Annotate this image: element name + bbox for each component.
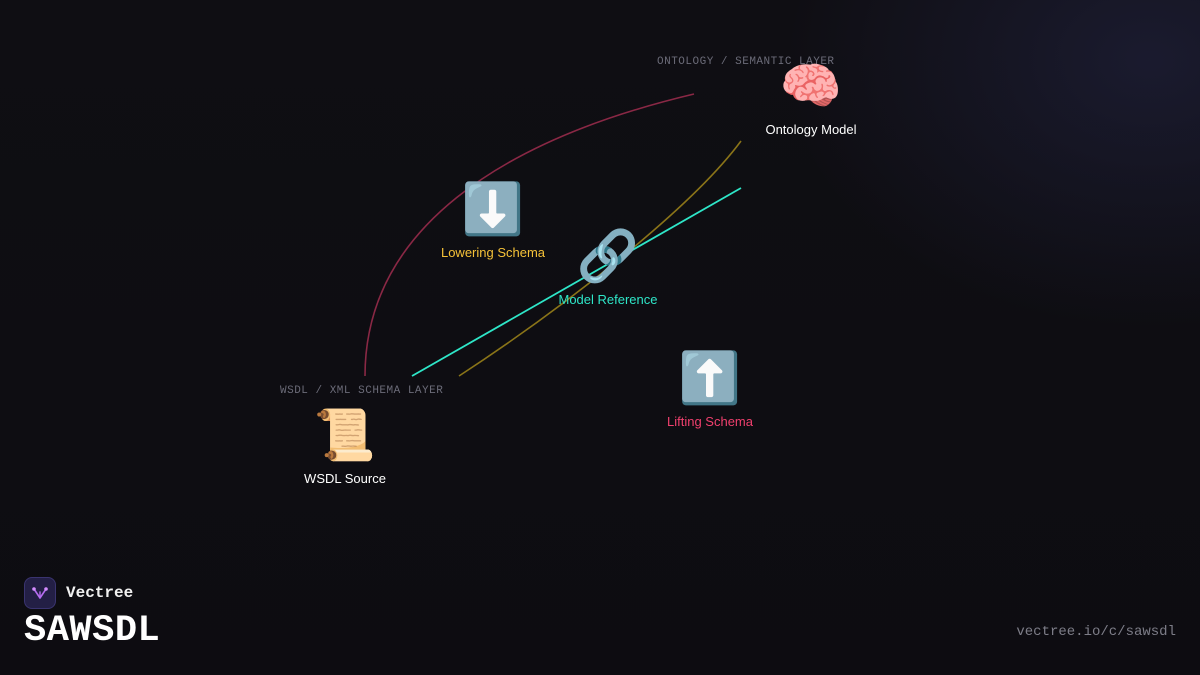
up-arrow-icon: ⬆️ — [678, 349, 742, 407]
lifting-schema-label: Lifting Schema — [667, 414, 753, 429]
wsdl-layer-label: WSDL / XML SCHEMA LAYER — [280, 385, 444, 397]
link-icon: 🔗 — [576, 227, 640, 285]
brand[interactable]: Vectree — [24, 577, 133, 609]
model-reference-connector — [411, 187, 742, 377]
vectree-logo-icon — [24, 577, 56, 609]
brain-icon: 🧠 — [779, 57, 843, 115]
scroll-icon: 📜 — [313, 406, 377, 464]
lowering-connector — [364, 93, 695, 377]
model-reference-label: Model Reference — [558, 292, 658, 307]
ontology-model-node[interactable]: 🧠 Ontology Model — [751, 58, 871, 137]
lowering-schema-node[interactable]: ⬇️ Lowering Schema — [428, 181, 558, 260]
wsdl-source-label: WSDL Source — [304, 471, 386, 486]
model-reference-node[interactable]: 🔗 Model Reference — [543, 228, 673, 307]
lifting-schema-node[interactable]: ⬆️ Lifting Schema — [650, 350, 770, 429]
page-url[interactable]: vectree.io/c/sawsdl — [1016, 624, 1176, 640]
down-arrow-icon: ⬇️ — [461, 180, 525, 238]
ontology-layer-label: ONTOLOGY / SEMANTIC LAYER — [657, 56, 835, 68]
ontology-model-label: Ontology Model — [765, 122, 857, 137]
wsdl-source-node[interactable]: 📜 WSDL Source — [290, 407, 400, 486]
lowering-schema-label: Lowering Schema — [440, 245, 546, 260]
page-title: SAWSDL — [24, 610, 161, 652]
brand-name: Vectree — [66, 584, 134, 602]
lifting-connector — [458, 140, 742, 377]
